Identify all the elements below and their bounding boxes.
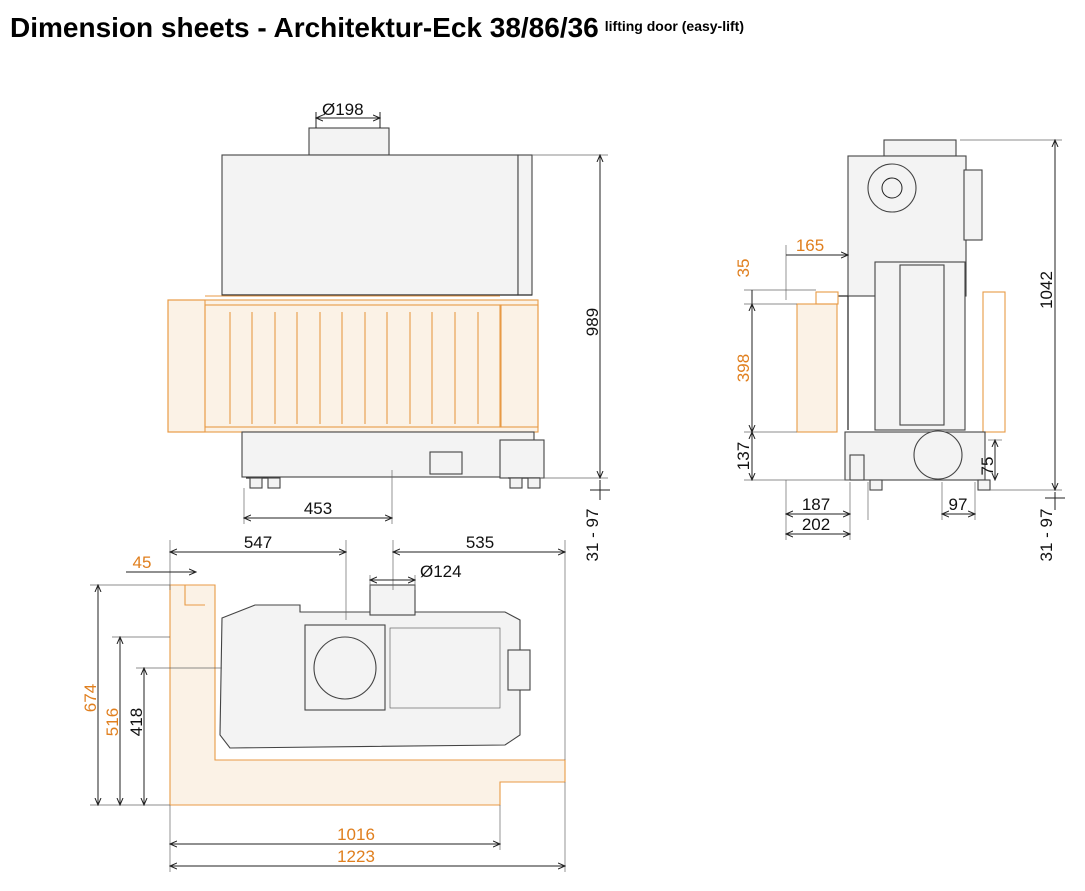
- title-subtitle: lifting door (easy-lift): [604, 17, 744, 34]
- dim-side-97: 97: [949, 495, 968, 514]
- dim-top-516: 516: [103, 708, 122, 736]
- dim-side-feet: 31 - 97: [1037, 509, 1056, 562]
- side-door-profile: [796, 303, 838, 433]
- dim-top-air-diameter: Ø124: [420, 562, 462, 581]
- dim-side-398: 398: [734, 354, 753, 382]
- dim-side-top-offset: 165: [796, 236, 824, 255]
- dim-top-1223: 1223: [337, 847, 375, 866]
- dim-front-offset: 453: [304, 499, 332, 518]
- side-view: 1042 31 - 97 165 35 398 137 75 187 202: [734, 140, 1065, 561]
- flue-fan: [867, 163, 917, 213]
- dim-top-1016: 1016: [337, 825, 375, 844]
- dim-front-height: 989: [583, 308, 602, 336]
- base-frame: [241, 431, 535, 478]
- dim-side-137: 137: [734, 442, 753, 470]
- page-title: Dimension sheets - Architektur-Eck 38/86…: [10, 12, 744, 44]
- top-view: 547 535 45 Ø124 674 516 418 1016 1223: [81, 533, 565, 872]
- flue-collar: [308, 127, 390, 156]
- title-main: Dimension sheets - Architektur-Eck 38/86…: [10, 12, 599, 43]
- dim-flue-diameter: Ø198: [322, 100, 364, 119]
- dim-top-547: 547: [244, 533, 272, 552]
- dim-top-535: 535: [466, 533, 494, 552]
- dim-front-feet: 31 - 97: [583, 509, 602, 562]
- dim-side-35: 35: [734, 259, 753, 278]
- front-view: Ø198 989: [167, 100, 610, 562]
- dim-top-45: 45: [133, 553, 152, 572]
- dim-top-418: 418: [127, 708, 146, 736]
- dim-side-202: 202: [802, 515, 830, 534]
- firebox-housing: [221, 154, 519, 296]
- door-frame: [167, 299, 539, 433]
- dim-side-height: 1042: [1037, 271, 1056, 309]
- dim-side-187: 187: [802, 495, 830, 514]
- dim-top-674: 674: [81, 684, 100, 712]
- dim-side-75: 75: [978, 457, 997, 476]
